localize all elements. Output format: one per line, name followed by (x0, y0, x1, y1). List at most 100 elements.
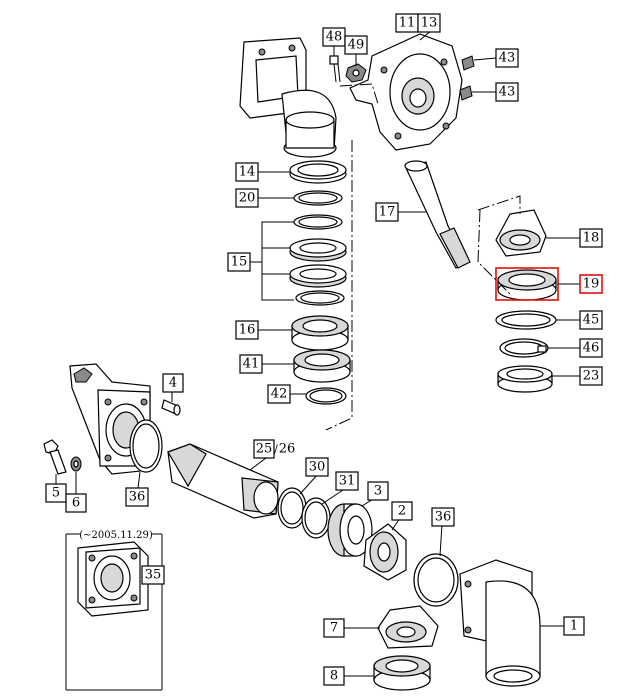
callout-41[interactable]: 41 (239, 354, 263, 374)
pin-4 (161, 399, 181, 416)
callout-1[interactable]: 1 (563, 616, 585, 636)
shim-31 (301, 497, 331, 539)
svg-text:26: 26 (279, 442, 296, 457)
svg-text:7: 7 (330, 621, 338, 636)
callout-4[interactable]: 4 (162, 373, 184, 393)
seal-8 (373, 655, 431, 691)
inset-old-flange: (~2005.11.29) (65, 530, 163, 691)
svg-text:45: 45 (583, 313, 600, 328)
snap-ring-46 (499, 338, 549, 358)
svg-text:4: 4 (169, 376, 177, 391)
inset-date-note: (~2005.11.29) (79, 530, 153, 541)
svg-text:5: 5 (52, 486, 60, 501)
collar-23 (497, 365, 553, 393)
shaft-25-26 (167, 443, 279, 519)
svg-text:41: 41 (243, 357, 260, 372)
callout-25-26[interactable]: 25 / 26 (253, 439, 296, 459)
callout-43-lower[interactable]: 43 (495, 82, 519, 102)
svg-text:8: 8 (330, 669, 338, 684)
gear-case-housing (349, 33, 463, 151)
callout-45[interactable]: 45 (579, 310, 603, 330)
callout-2[interactable]: 2 (391, 501, 413, 521)
callout-36-right[interactable]: 36 (431, 507, 455, 527)
svg-text:14: 14 (239, 165, 256, 180)
svg-text:19: 19 (583, 277, 600, 292)
snap-ring-30 (277, 487, 307, 529)
bolt-5 (43, 439, 67, 475)
callout-36-left[interactable]: 36 (125, 487, 149, 507)
callout-19[interactable]: 19 (579, 274, 603, 294)
bevel-gear-7 (377, 605, 439, 649)
svg-text:11: 11 (399, 16, 416, 31)
shaft-17 (404, 160, 471, 269)
stud-43-lower (459, 85, 473, 101)
o-ring-36-left (129, 419, 163, 473)
svg-text:25: 25 (256, 442, 273, 457)
callout-18[interactable]: 18 (579, 228, 603, 248)
svg-text:3: 3 (374, 484, 382, 499)
callout-3[interactable]: 3 (367, 481, 389, 501)
shim-20 (293, 190, 343, 206)
svg-text:49: 49 (348, 38, 365, 53)
svg-text:36: 36 (435, 510, 452, 525)
callout-48[interactable]: 48 (322, 27, 346, 47)
callout-15[interactable]: 15 (227, 252, 251, 272)
svg-text:1: 1 (570, 619, 578, 634)
svg-text:35: 35 (145, 568, 162, 583)
svg-text:16: 16 (239, 323, 256, 338)
svg-text:20: 20 (239, 191, 256, 206)
bearing-16 (291, 315, 349, 351)
shim-45 (495, 310, 557, 330)
callout-23[interactable]: 23 (579, 366, 603, 386)
callout-14[interactable]: 14 (235, 162, 259, 182)
svg-text:18: 18 (583, 231, 600, 246)
washer-6 (70, 456, 82, 472)
bearing-3 (327, 503, 373, 557)
seal-41 (293, 349, 351, 383)
svg-text:43: 43 (499, 85, 516, 100)
callout-30[interactable]: 30 (305, 457, 329, 477)
callout-20[interactable]: 20 (235, 188, 259, 208)
svg-text:17: 17 (379, 205, 396, 220)
callout-43-upper[interactable]: 43 (495, 48, 519, 68)
assembly-lines (325, 83, 521, 431)
svg-text:43: 43 (499, 51, 516, 66)
svg-text:15: 15 (231, 255, 248, 270)
nut-49 (345, 63, 367, 83)
callout-35[interactable]: 35 (141, 565, 165, 585)
svg-text:23: 23 (583, 369, 600, 384)
svg-text:36: 36 (129, 490, 146, 505)
stud-43-upper (461, 55, 475, 71)
svg-text:30: 30 (309, 460, 326, 475)
svg-text:13: 13 (421, 16, 438, 31)
svg-text:31: 31 (339, 474, 356, 489)
callout-31[interactable]: 31 (335, 471, 359, 491)
ring-set-15 (289, 214, 347, 306)
upper-elbow-housing (239, 37, 337, 158)
callout-7[interactable]: 7 (323, 618, 345, 638)
snap-ring-42 (305, 387, 347, 405)
callout-11-13[interactable]: 11 13 (395, 13, 441, 33)
callout-5[interactable]: 5 (45, 483, 67, 503)
callout-42[interactable]: 42 (267, 384, 291, 404)
bearing-19 (495, 267, 559, 301)
callout-6[interactable]: 6 (65, 493, 87, 513)
bolt-48 (329, 55, 341, 83)
callout-17[interactable]: 17 (375, 202, 399, 222)
collar-14 (289, 160, 347, 184)
o-ring-36-right (413, 553, 459, 607)
callout-49[interactable]: 49 (344, 35, 368, 55)
svg-text:48: 48 (326, 30, 343, 45)
svg-text:42: 42 (271, 387, 288, 402)
bevel-gear-2 (363, 523, 407, 581)
svg-text:6: 6 (72, 496, 80, 511)
callout-46[interactable]: 46 (579, 338, 603, 358)
callout-8[interactable]: 8 (323, 666, 345, 686)
svg-text:46: 46 (583, 341, 600, 356)
lower-elbow-housing-1 (459, 559, 541, 687)
svg-text:/: / (274, 443, 278, 456)
callout-16[interactable]: 16 (235, 320, 259, 340)
bevel-gear-18 (495, 209, 547, 257)
svg-text:2: 2 (398, 504, 406, 519)
